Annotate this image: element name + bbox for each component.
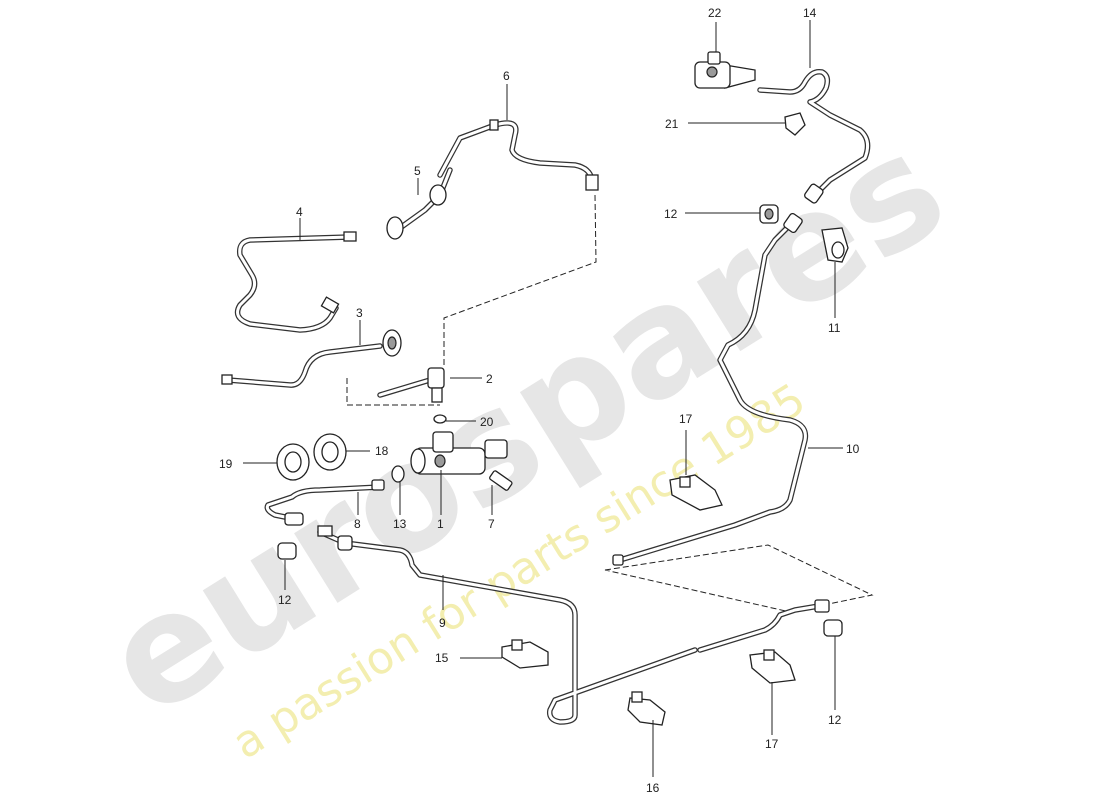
part-22-sensor: [694, 51, 756, 89]
leader-lines: [243, 20, 843, 777]
dashed-guides: [346, 194, 874, 613]
brake-line-8: [264, 479, 385, 526]
callout-1: 1: [437, 517, 444, 531]
callout-16: 16: [646, 781, 660, 795]
callout-14: 14: [803, 6, 817, 20]
watermark: eurospares a passion for parts since 198…: [77, 100, 974, 769]
callout-9: 9: [439, 616, 446, 630]
callout-18: 18: [375, 444, 389, 458]
brake-line-6: [437, 119, 599, 191]
part-12-upper-nut: [759, 204, 779, 224]
part-17-lower-clip: [749, 649, 796, 684]
part-17-upper-clip: [669, 474, 723, 511]
callout-2: 2: [486, 372, 493, 386]
callout-13: 13: [393, 517, 407, 531]
part-12-left-nut: [277, 542, 297, 560]
brake-line-3: [221, 329, 402, 388]
callout-5: 5: [414, 164, 421, 178]
part-20-o-ring: [433, 414, 447, 424]
part-18-boot: [313, 433, 347, 471]
part-11-bracket: [821, 227, 849, 263]
part-21-clip: [784, 112, 806, 136]
part-7-bolt: [489, 470, 513, 491]
part-5-grommet: [386, 167, 453, 240]
callout-12-upper: 12: [664, 207, 678, 221]
callout-11: 11: [828, 321, 841, 335]
callout-20: 20: [480, 415, 494, 429]
callout-3: 3: [356, 306, 363, 320]
part-1-slave-cylinder: [410, 431, 508, 475]
callout-7: 7: [488, 517, 495, 531]
part-16-clip: [627, 691, 666, 726]
callout-12-right: 12: [828, 713, 842, 727]
callout-12-left: 12: [278, 593, 292, 607]
callout-21: 21: [665, 117, 679, 131]
callout-6: 6: [503, 69, 510, 83]
part-19-boot: [276, 443, 310, 481]
callout-15: 15: [435, 651, 449, 665]
part-12-right-nut: [823, 619, 843, 637]
callouts: 1 2 3 4 5 6 7 8 9 10 11 12 12 12 13 14 1…: [219, 6, 860, 795]
brake-line-lower-right: [697, 599, 830, 653]
part-2-line: [377, 367, 445, 403]
brake-line-10: [612, 212, 809, 566]
brake-line-4: [234, 231, 357, 333]
callout-10: 10: [846, 442, 860, 456]
part-15-clip: [501, 639, 549, 669]
callout-19: 19: [219, 457, 233, 471]
brake-line-14: [757, 68, 871, 204]
callout-17-lower: 17: [765, 737, 779, 751]
callout-22: 22: [708, 6, 722, 20]
callout-17-upper: 17: [679, 412, 693, 426]
callout-4: 4: [296, 205, 303, 219]
callout-8: 8: [354, 517, 361, 531]
part-13-ring: [391, 465, 405, 483]
brake-line-9: [317, 525, 698, 725]
